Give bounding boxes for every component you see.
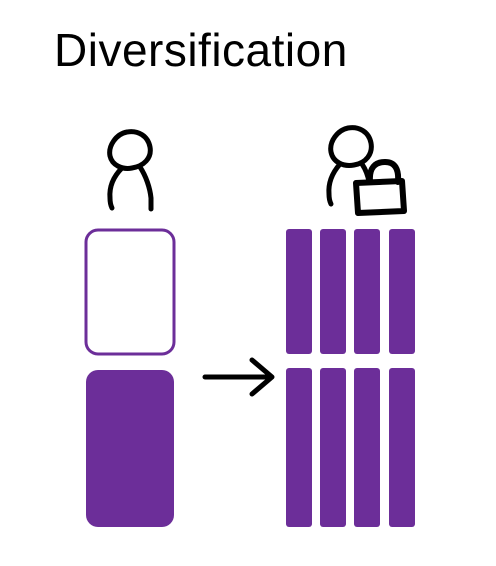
right-arrow-icon xyxy=(202,357,275,397)
person-icon xyxy=(107,129,154,212)
split-block xyxy=(286,229,312,354)
split-block xyxy=(320,229,346,354)
split-block xyxy=(354,368,380,527)
outline-block xyxy=(84,228,176,356)
lock-icon xyxy=(353,159,407,216)
filled-block xyxy=(86,370,174,527)
split-block xyxy=(354,229,380,354)
split-block xyxy=(320,368,346,527)
split-block xyxy=(286,368,312,527)
diagram-title: Diversification xyxy=(54,24,348,76)
split-block xyxy=(389,229,415,354)
person-icon xyxy=(326,125,374,207)
split-block xyxy=(389,368,415,527)
split-blocks xyxy=(286,229,415,527)
